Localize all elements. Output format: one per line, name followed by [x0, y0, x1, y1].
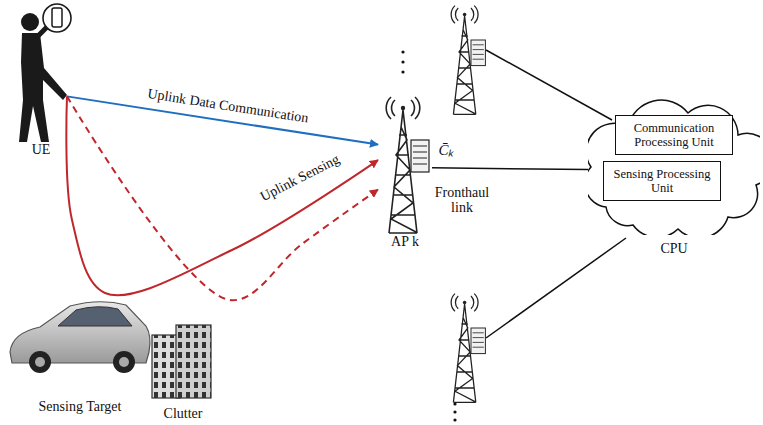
clutter-node: Clutter [146, 318, 220, 422]
node-label: AP k [391, 234, 419, 250]
sensing-arrow [67, 96, 378, 300]
cpu-cloud: CPU Communication Processing UnitSensing … [588, 95, 760, 257]
node-label: CPU [660, 241, 687, 257]
process-box: Sensing Processing Unit [603, 161, 721, 201]
node-label: UE [32, 142, 51, 158]
node-label: Communication Processing Unit [621, 121, 727, 150]
ue-person [19, 4, 71, 142]
node-label: Sensing Target [39, 399, 122, 415]
sensing-arrow [66, 96, 378, 295]
process-box: Communication Processing Unit [615, 115, 733, 155]
fronthaul-link [432, 168, 588, 170]
node-label: Sensing Processing Unit [609, 167, 715, 196]
edge-label: Uplink Sensing [258, 151, 342, 204]
clutter-building [152, 325, 211, 398]
target-node: Sensing Target [5, 290, 155, 415]
link-capacity-label: C̄ₖ [438, 142, 453, 159]
ap-node: AP k [378, 95, 432, 250]
edge-label: Fronthaul link [431, 185, 493, 216]
node-label: Clutter [164, 406, 203, 422]
ue-node: UE [15, 0, 67, 158]
edge-label: Uplink Data Communication [147, 86, 310, 126]
car-target [10, 302, 150, 373]
